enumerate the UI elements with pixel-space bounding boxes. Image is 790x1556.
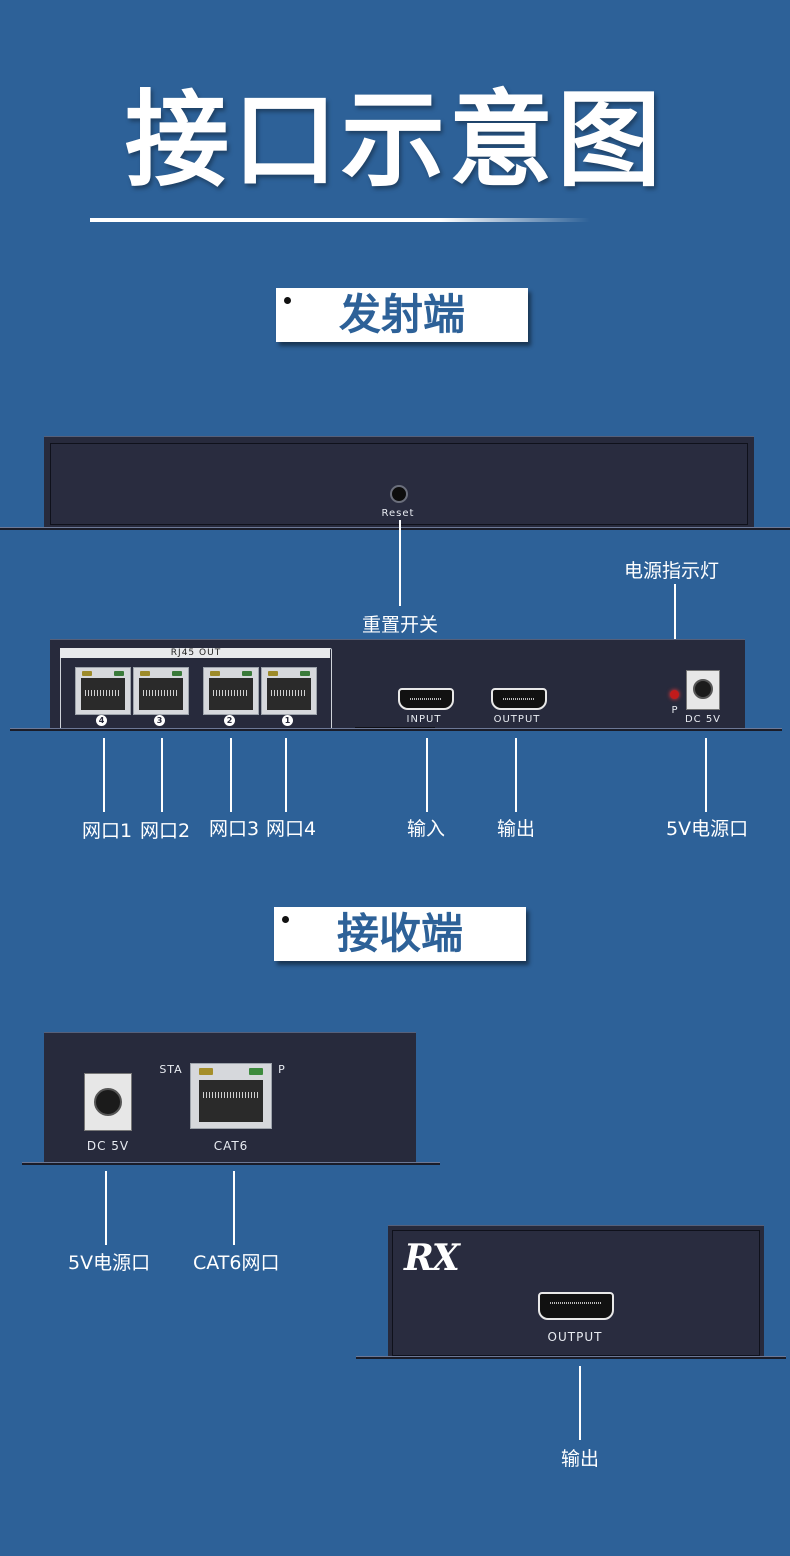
- output-leader-line: [515, 738, 517, 812]
- port3-callout: 网口3: [209, 818, 260, 840]
- cat6-callout: CAT6网口: [193, 1252, 280, 1274]
- output-callout: 输出: [497, 818, 536, 840]
- tx-back-shelf: [10, 728, 782, 731]
- input-leader-line: [426, 738, 428, 812]
- power-callout-rx: 5V电源口: [68, 1252, 151, 1274]
- port1-leader-line: [103, 738, 105, 812]
- rx-back-panel: DC 5V STA P CAT6: [44, 1032, 416, 1163]
- rj45-block: RJ45 OUT 4 3 2 1: [60, 648, 332, 730]
- input-label: INPUT: [406, 714, 442, 725]
- port2-leader-line: [161, 738, 163, 812]
- cat6-label: CAT6: [213, 1139, 249, 1153]
- rx-output-label: OUTPUT: [547, 1330, 603, 1344]
- tx-front-shelf: [0, 527, 790, 530]
- port-number-2: 2: [224, 715, 235, 726]
- dc-jack-rx[interactable]: [84, 1073, 132, 1131]
- port1-callout: 网口1: [82, 820, 133, 842]
- hdmi-output-port-rx[interactable]: [538, 1292, 614, 1320]
- port3-leader-line: [230, 738, 232, 812]
- rx-front-panel: RX OUTPUT: [388, 1225, 764, 1358]
- bullet-icon: [282, 916, 289, 923]
- reset-label: Reset: [381, 508, 415, 519]
- tx-back-panel: RJ45 OUT 4 3 2 1 INPUT OUTPUT P DC 5V: [50, 639, 745, 730]
- power-led-icon: [670, 690, 679, 699]
- output-label: OUTPUT: [493, 714, 541, 725]
- hdmi-output-port[interactable]: [491, 688, 547, 710]
- power-led-label: P: [671, 705, 679, 716]
- rx-section-label: 接收端: [336, 909, 463, 958]
- rx-section-header: 接收端: [274, 907, 526, 961]
- tx-section-header: 发射端: [276, 288, 528, 342]
- rj45-port-1[interactable]: [261, 667, 317, 715]
- sta-label: STA: [159, 1063, 183, 1076]
- hdmi-input-port[interactable]: [398, 688, 454, 710]
- dc-jack-tx[interactable]: [686, 670, 720, 710]
- rx-power-leader-line: [105, 1171, 107, 1245]
- power-led-callout: 电源指示灯: [624, 560, 720, 582]
- rj45-port-3[interactable]: [133, 667, 189, 715]
- rx-p-label: P: [278, 1063, 286, 1076]
- rx-back-shelf: [22, 1162, 440, 1165]
- rx-output-leader-line: [579, 1366, 581, 1440]
- reset-leader-line: [399, 520, 401, 606]
- port4-leader-line: [285, 738, 287, 812]
- power-leader-line: [705, 738, 707, 812]
- tx-dc-label: DC 5V: [684, 714, 722, 725]
- title-underline: [90, 218, 590, 222]
- power-led-leader-line: [674, 584, 676, 688]
- input-callout: 输入: [407, 818, 446, 840]
- port-number-4: 4: [96, 715, 107, 726]
- port4-callout: 网口4: [266, 818, 317, 840]
- bullet-icon: [284, 297, 291, 304]
- reset-callout: 重置开关: [362, 614, 439, 636]
- rx-logo: RX: [404, 1237, 460, 1279]
- tx-front-panel: Reset: [44, 436, 754, 529]
- port2-callout: 网口2: [140, 820, 191, 842]
- rx-front-shelf: [356, 1356, 786, 1359]
- rj45-header: RJ45 OUT: [170, 648, 222, 658]
- reset-button[interactable]: [390, 485, 408, 503]
- rx-dc-label: DC 5V: [86, 1139, 130, 1153]
- rj45-port-4[interactable]: [75, 667, 131, 715]
- page-title: 接口示意图: [124, 79, 665, 201]
- power-callout-tx: 5V电源口: [666, 818, 749, 840]
- rx-output-callout: 输出: [561, 1448, 600, 1470]
- port-number-3: 3: [154, 715, 165, 726]
- cat6-port[interactable]: [190, 1063, 272, 1129]
- port-number-1: 1: [282, 715, 293, 726]
- rj45-port-2[interactable]: [203, 667, 259, 715]
- tx-section-label: 发射端: [338, 290, 465, 339]
- rx-cat6-leader-line: [233, 1171, 235, 1245]
